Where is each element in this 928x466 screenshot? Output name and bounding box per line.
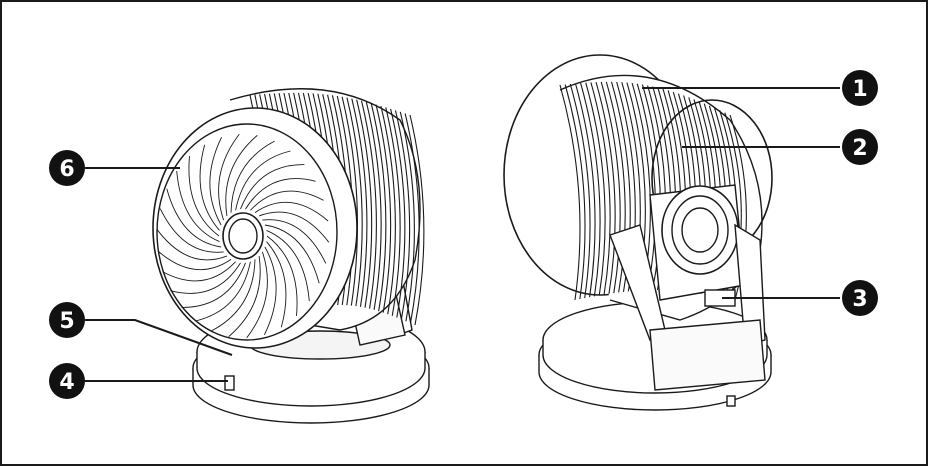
grille-swirl (254, 201, 329, 222)
fan-rear-view (503, 54, 773, 411)
callout-number: 2 (852, 136, 867, 161)
fan-front-view (152, 88, 430, 424)
grille-swirl (266, 235, 298, 316)
cage-rib (569, 83, 591, 299)
rear-base-switch (726, 395, 736, 407)
grille-swirl (266, 229, 310, 302)
grille-swirl (263, 246, 277, 335)
grille-swirl (235, 150, 291, 211)
cage-rib (636, 83, 656, 291)
grille-swirl (195, 261, 251, 322)
cage-rib (595, 81, 616, 294)
rear-fan-motor (649, 184, 746, 301)
callout-number: 6 (59, 157, 74, 182)
callout-number: 1 (852, 77, 867, 102)
callout-3: 3 (842, 280, 878, 316)
callout-number: 5 (59, 309, 74, 334)
cage-rib (600, 81, 621, 294)
grille-swirl (245, 178, 316, 210)
grille-swirl (156, 229, 228, 261)
grille-swirl (170, 262, 241, 294)
grille-swirl (199, 144, 220, 231)
rear-fan-stand (609, 223, 766, 391)
leader-line-5 (85, 319, 233, 356)
grille-swirl (266, 241, 287, 328)
cage-rib (574, 83, 596, 298)
grille-swirl (228, 256, 261, 337)
cage-rib (375, 104, 392, 313)
callout-badge (49, 150, 85, 186)
cage-rib (585, 82, 606, 296)
grille-swirl (211, 259, 256, 332)
grille-swirl (258, 211, 330, 243)
callout-number: 3 (852, 287, 867, 312)
callout-badge (49, 302, 85, 338)
front-base-switch (224, 375, 235, 391)
cage-rib (564, 84, 586, 300)
cage-rib (580, 82, 601, 297)
grille-swirl (230, 140, 275, 213)
callout-6: 6 (49, 150, 85, 186)
cage-rib (404, 113, 420, 324)
grille-swirl (166, 188, 222, 248)
grille-swirl (157, 250, 232, 271)
cage-rib (365, 101, 382, 310)
callout-5: 5 (49, 302, 85, 338)
grille-swirl (162, 261, 236, 282)
callout-4: 4 (49, 363, 85, 399)
grille-swirl (246, 251, 268, 339)
cage-rib (380, 105, 396, 315)
grille-swirl (181, 262, 246, 308)
callout-badge (49, 363, 85, 399)
front-fan-grille (156, 133, 330, 339)
grille-swirl (225, 135, 258, 216)
cage-rib (370, 103, 387, 312)
front-fan-hub (222, 212, 264, 260)
cage-rib (559, 84, 581, 301)
cage-rib (394, 110, 411, 320)
callout-badge (842, 280, 878, 316)
callout-number: 4 (59, 370, 74, 395)
cage-rib (356, 99, 373, 308)
grille-swirl (176, 170, 220, 243)
cage-rib (346, 97, 363, 307)
grille-swirl (159, 208, 224, 253)
grille-swirl (240, 164, 305, 210)
callout-2: 2 (842, 129, 878, 165)
cage-rib (409, 114, 425, 326)
cage-rib (341, 96, 358, 306)
callout-1: 1 (842, 70, 878, 106)
grille-swirl (209, 137, 223, 226)
grille-swirl (262, 219, 327, 264)
grille-swirl (218, 133, 240, 221)
cage-rib (385, 107, 401, 316)
cage-rib (351, 98, 368, 307)
cage-rib (590, 82, 611, 295)
cage-rib (360, 100, 377, 309)
callout-badge (842, 70, 878, 106)
grille-swirl (188, 156, 220, 237)
cage-rib (399, 111, 415, 322)
callout-badge (842, 129, 878, 165)
cage-rib (390, 108, 406, 318)
grille-swirl (250, 190, 324, 211)
grille-swirl (264, 224, 320, 284)
